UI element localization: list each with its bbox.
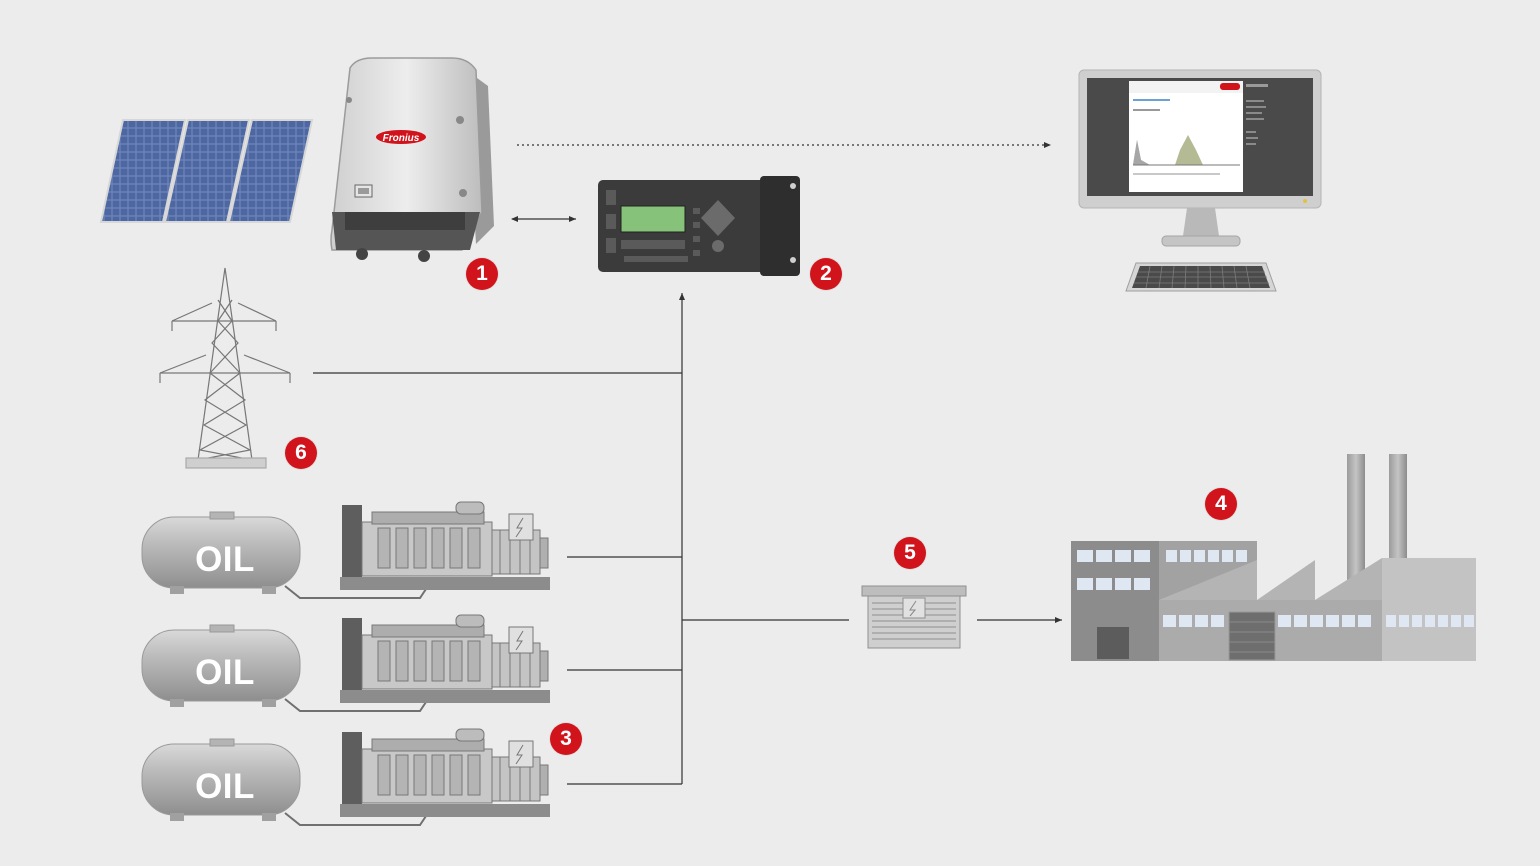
factory-icon xyxy=(1071,454,1476,661)
oil-tank-icon: OIL xyxy=(141,511,301,594)
oil-tank-icon: OIL xyxy=(141,738,301,821)
badge-controller: 2 xyxy=(810,258,842,290)
oil-tank-label: OIL xyxy=(195,653,255,692)
diesel-generator-icon xyxy=(340,728,550,817)
oil-tank-icon: OIL xyxy=(141,624,301,707)
generator-set-2: OIL xyxy=(141,614,550,712)
power-pylon-icon xyxy=(159,267,291,469)
diesel-generator-icon xyxy=(340,501,550,590)
transformer-icon xyxy=(861,585,967,649)
oil-tank-label: OIL xyxy=(195,767,255,806)
badge-grid: 6 xyxy=(285,437,317,469)
diesel-generator-icon xyxy=(340,614,550,703)
solar-panel-icon xyxy=(99,119,314,223)
badge-generators: 3 xyxy=(550,723,582,755)
generator-set-3: OIL xyxy=(141,728,550,826)
oil-tank-label: OIL xyxy=(195,540,255,579)
controller-icon xyxy=(598,176,800,276)
badge-transformer: 5 xyxy=(894,537,926,569)
connection-lines xyxy=(313,142,1062,785)
inverter-icon: Fronius xyxy=(330,57,494,262)
brand-logo: Fronius xyxy=(383,133,420,144)
generator-set-1: OIL xyxy=(141,501,550,599)
computer-monitor-icon xyxy=(1078,69,1322,247)
badge-factory: 4 xyxy=(1205,488,1237,520)
badge-inverter: 1 xyxy=(466,258,498,290)
keyboard-icon xyxy=(1125,262,1277,292)
